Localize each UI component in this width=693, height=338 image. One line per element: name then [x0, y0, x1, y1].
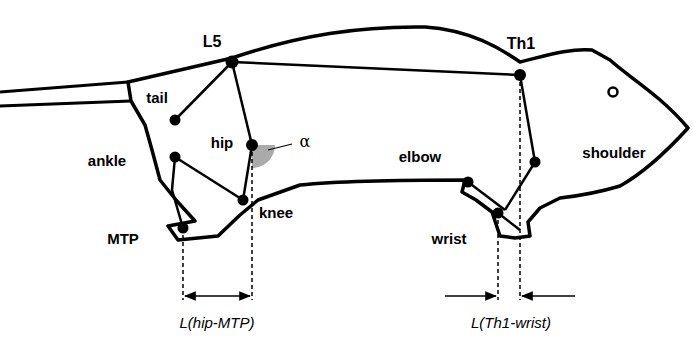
angle-leader	[268, 144, 292, 150]
dimension-guides	[183, 82, 520, 300]
joint-label: knee	[259, 205, 293, 220]
body-outline	[128, 27, 688, 240]
joint-label: shoulder	[582, 145, 645, 160]
joint-label: MTP	[107, 231, 139, 246]
joint-label: hip	[211, 135, 234, 150]
angle-label: α	[300, 134, 311, 150]
dimension-arrows	[185, 295, 575, 297]
joint-label: wrist	[431, 231, 466, 246]
joint-dots	[170, 56, 541, 234]
joint-label: ankle	[88, 153, 126, 168]
dimension-label: L(hip-MTP)	[179, 315, 254, 330]
eye	[609, 88, 618, 97]
joint-label: elbow	[399, 149, 442, 164]
skeleton-lines	[172, 62, 535, 230]
tail-outline	[0, 82, 128, 92]
vertebra-label: Th1	[507, 36, 535, 52]
dimension-label: L(Th1-wrist)	[471, 315, 551, 330]
vertebra-label: L5	[203, 34, 222, 50]
joint-label: tail	[146, 90, 168, 105]
tail-outline	[0, 101, 131, 106]
